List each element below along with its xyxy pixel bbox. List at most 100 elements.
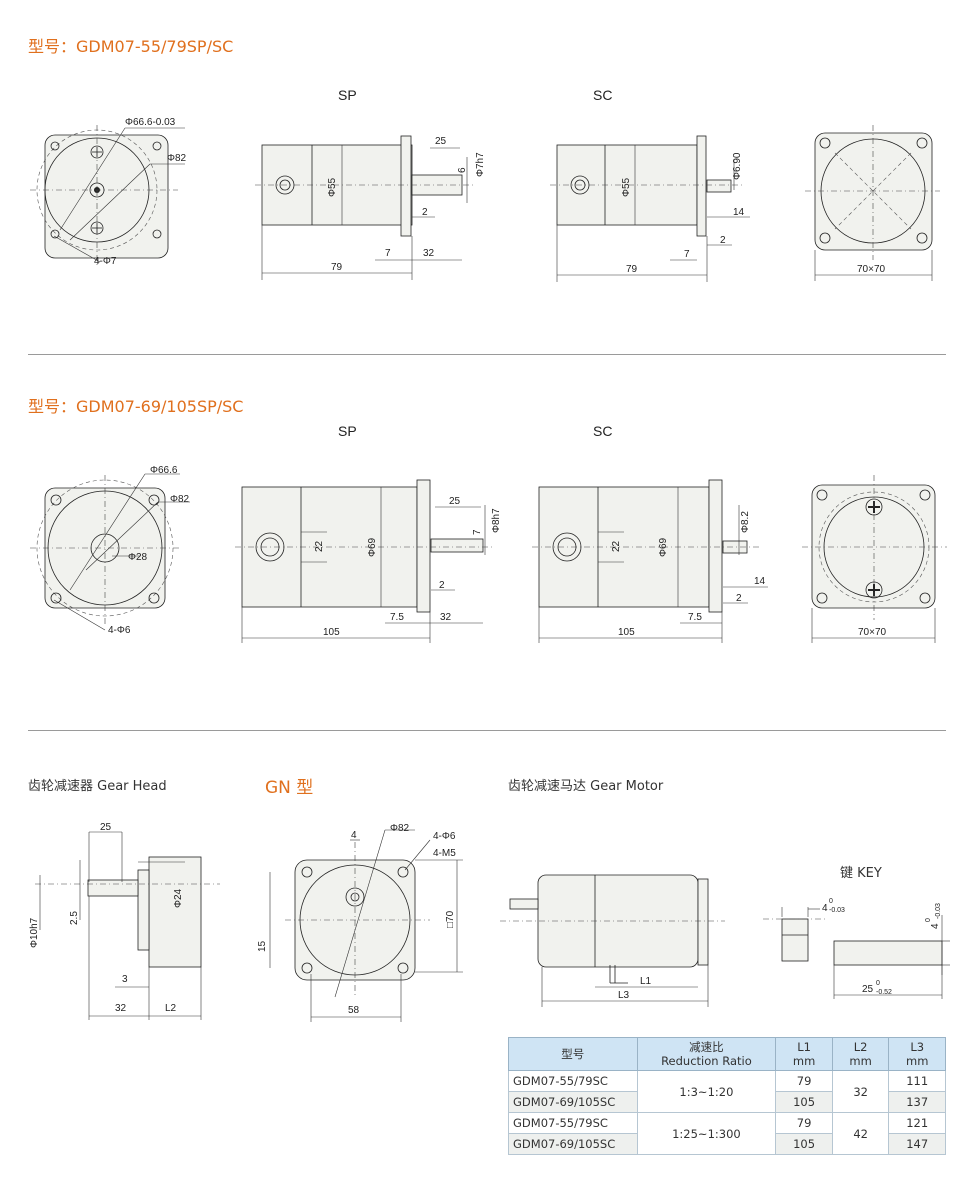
key-h: 4 bbox=[930, 923, 941, 929]
gear-head-label: 齿轮减速器 Gear Head bbox=[28, 779, 167, 794]
cell-l3: 121 bbox=[888, 1112, 946, 1134]
gh-v3: 3 bbox=[122, 974, 128, 985]
s2-sc-dia: Φ69 bbox=[658, 537, 669, 557]
gn-m5: 4-M5 bbox=[433, 848, 456, 859]
cell-model: GDM07-55/79SC bbox=[508, 1112, 638, 1134]
gh-l2: L2 bbox=[165, 1003, 177, 1014]
key-h-zero: 0 bbox=[925, 918, 932, 922]
s1-sp-shaftlen: 25 bbox=[435, 136, 447, 147]
key-w-tol: -0.03 bbox=[829, 907, 845, 914]
cell-model: GDM07-69/105SC bbox=[508, 1091, 638, 1113]
section1-title: 型号：GDM07-55/79SP/SC bbox=[28, 37, 234, 56]
s2-front-view: Φ66.6 Φ82 Φ28 4-Φ6 bbox=[30, 465, 190, 636]
cell-l1: 105 bbox=[775, 1091, 833, 1113]
s2-front-d2: Φ82 bbox=[170, 494, 190, 505]
key-w: 4 bbox=[822, 903, 828, 914]
gn-flange-drawing: 4 Φ82 4-Φ6 4-M5 □70 15 58 bbox=[257, 823, 463, 1022]
s1-sc-step: 2 bbox=[720, 235, 726, 246]
gn-holes: 4-Φ6 bbox=[433, 831, 456, 842]
cell-ratio: 1:25~1:300 bbox=[636, 1112, 777, 1155]
s2-sp-view: 22 Φ69 25 Φ8h7 7 2 7.5 32 105 bbox=[235, 479, 502, 643]
section2-title: 型号：GDM07-69/105SP/SC bbox=[28, 397, 244, 416]
th-model: 型号 bbox=[508, 1037, 638, 1071]
section2-sc-label: SC bbox=[593, 423, 613, 439]
section1-sc-label: SC bbox=[593, 87, 613, 103]
s2-sp-shaftdia: Φ8h7 bbox=[491, 508, 502, 533]
cell-l2: 42 bbox=[831, 1112, 890, 1155]
s2-sp-flange: 7.5 bbox=[390, 612, 404, 623]
cell-model: GDM07-69/105SC bbox=[508, 1133, 638, 1155]
s2-sc-view: 22 Φ69 Φ8.2 14 2 7.5 105 bbox=[532, 479, 768, 643]
divider-2 bbox=[28, 730, 946, 731]
s2-rear-size: 70×70 bbox=[858, 627, 887, 638]
s1-sc-shaftdia: Φ6.90 bbox=[732, 152, 743, 180]
s2-sp-dia: Φ69 bbox=[367, 537, 378, 557]
gn-v15: 15 bbox=[257, 940, 268, 952]
s1-sp-dia: Φ55 bbox=[327, 177, 338, 197]
s1-rear-view: 70×70 bbox=[805, 125, 940, 281]
s2-front-d3: Φ28 bbox=[128, 552, 148, 563]
cell-l1: 105 bbox=[775, 1133, 833, 1155]
s1-sp-shaftdia: Φ7h7 bbox=[475, 152, 486, 177]
cell-l3: 111 bbox=[888, 1070, 946, 1092]
gh-d10: Φ10h7 bbox=[29, 917, 40, 948]
s2-front-d1: Φ66.6 bbox=[150, 465, 178, 476]
gn-w58: 58 bbox=[348, 1005, 360, 1016]
s2-sc-len: 105 bbox=[618, 627, 635, 638]
s2-sp-step: 2 bbox=[439, 580, 445, 591]
s1-sp-len: 79 bbox=[331, 262, 343, 273]
key-w-zero: 0 bbox=[829, 898, 833, 905]
cell-l1: 79 bbox=[775, 1112, 833, 1134]
cell-model: GDM07-55/79SC bbox=[508, 1070, 638, 1092]
gear-motor-label: 齿轮减速马达 Gear Motor bbox=[508, 779, 664, 794]
key-label: 键 KEY bbox=[840, 866, 882, 881]
s1-front-d2: Φ82 bbox=[167, 153, 187, 164]
s1-sp-flange: 7 bbox=[385, 248, 391, 259]
cell-l2: 32 bbox=[831, 1070, 890, 1113]
s1-sp-ext: 32 bbox=[423, 248, 435, 259]
section2-sp-label: SP bbox=[338, 423, 357, 439]
gn-d82: Φ82 bbox=[390, 823, 410, 834]
gear-motor-drawing: L1 L3 bbox=[500, 874, 725, 1007]
s2-sc-box: 22 bbox=[611, 540, 622, 552]
s2-sc-shaftdia: Φ8.2 bbox=[740, 511, 751, 533]
table-row: GDM07-69/105SC 105 137 bbox=[508, 1091, 946, 1113]
s1-rear-size: 70×70 bbox=[857, 264, 886, 275]
gn-v4: 4 bbox=[351, 830, 357, 841]
gh-len25: 25 bbox=[100, 822, 112, 833]
s2-sp-ext: 32 bbox=[440, 612, 452, 623]
section1-sp-label: SP bbox=[338, 87, 357, 103]
gh-v25: 2.5 bbox=[69, 911, 80, 925]
s2-sc-flange: 7.5 bbox=[688, 612, 702, 623]
key-drawing: 4 0 -0.03 4 0 -0.03 25 0 -0.52 bbox=[763, 898, 950, 999]
s1-sp-key: 6 bbox=[457, 167, 468, 173]
s1-sc-flange: 7 bbox=[684, 249, 690, 260]
s2-sp-key: 7 bbox=[472, 529, 483, 535]
s1-sp-view: Φ55 25 Φ7h7 6 2 32 7 79 bbox=[255, 135, 486, 280]
s1-front-d1: Φ66.6-0.03 bbox=[125, 117, 176, 128]
s1-front-view: Φ66.6-0.03 Φ82 4-Φ7 bbox=[30, 117, 187, 267]
s2-sp-shaftlen: 25 bbox=[449, 496, 461, 507]
s2-sp-box: 22 bbox=[314, 540, 325, 552]
table-row: GDM07-55/79SC 1:3~1:20 79 32 111 bbox=[508, 1070, 946, 1113]
s2-sc-len14: 14 bbox=[754, 576, 766, 587]
key-len-zero: 0 bbox=[876, 980, 880, 987]
key-len: 25 bbox=[862, 984, 874, 995]
cell-l1: 79 bbox=[775, 1070, 833, 1092]
key-h-tol: -0.03 bbox=[935, 903, 942, 919]
gn-type-label: GN 型 bbox=[265, 778, 314, 798]
key-len-tol: -0.52 bbox=[876, 989, 892, 996]
gear-head-drawing: 25 Φ24 Φ10h7 2.5 3 32 L2 bbox=[29, 822, 220, 1020]
cell-l3: 147 bbox=[888, 1133, 946, 1155]
s1-sc-view: Φ55 Φ6.90 14 2 7 79 bbox=[550, 135, 750, 282]
s1-sc-len14: 14 bbox=[733, 207, 745, 218]
gn-sq70: □70 bbox=[445, 910, 456, 928]
s1-sp-step: 2 bbox=[422, 207, 428, 218]
cell-ratio: 1:3~1:20 bbox=[636, 1070, 777, 1113]
